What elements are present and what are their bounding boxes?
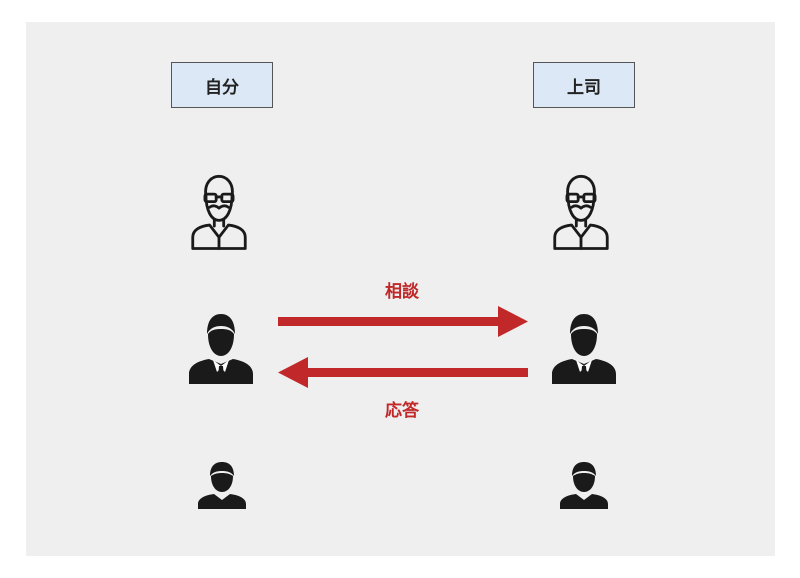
arrow-label-consult: 相談 [385, 282, 419, 302]
arrow-consult [278, 306, 528, 337]
arrow-reply [278, 357, 528, 388]
arrow-label-reply: 応答 [385, 401, 419, 421]
role-label-self: 自分 [171, 62, 273, 108]
diagram-panel [26, 22, 775, 556]
role-label-boss: 上司 [533, 62, 635, 108]
